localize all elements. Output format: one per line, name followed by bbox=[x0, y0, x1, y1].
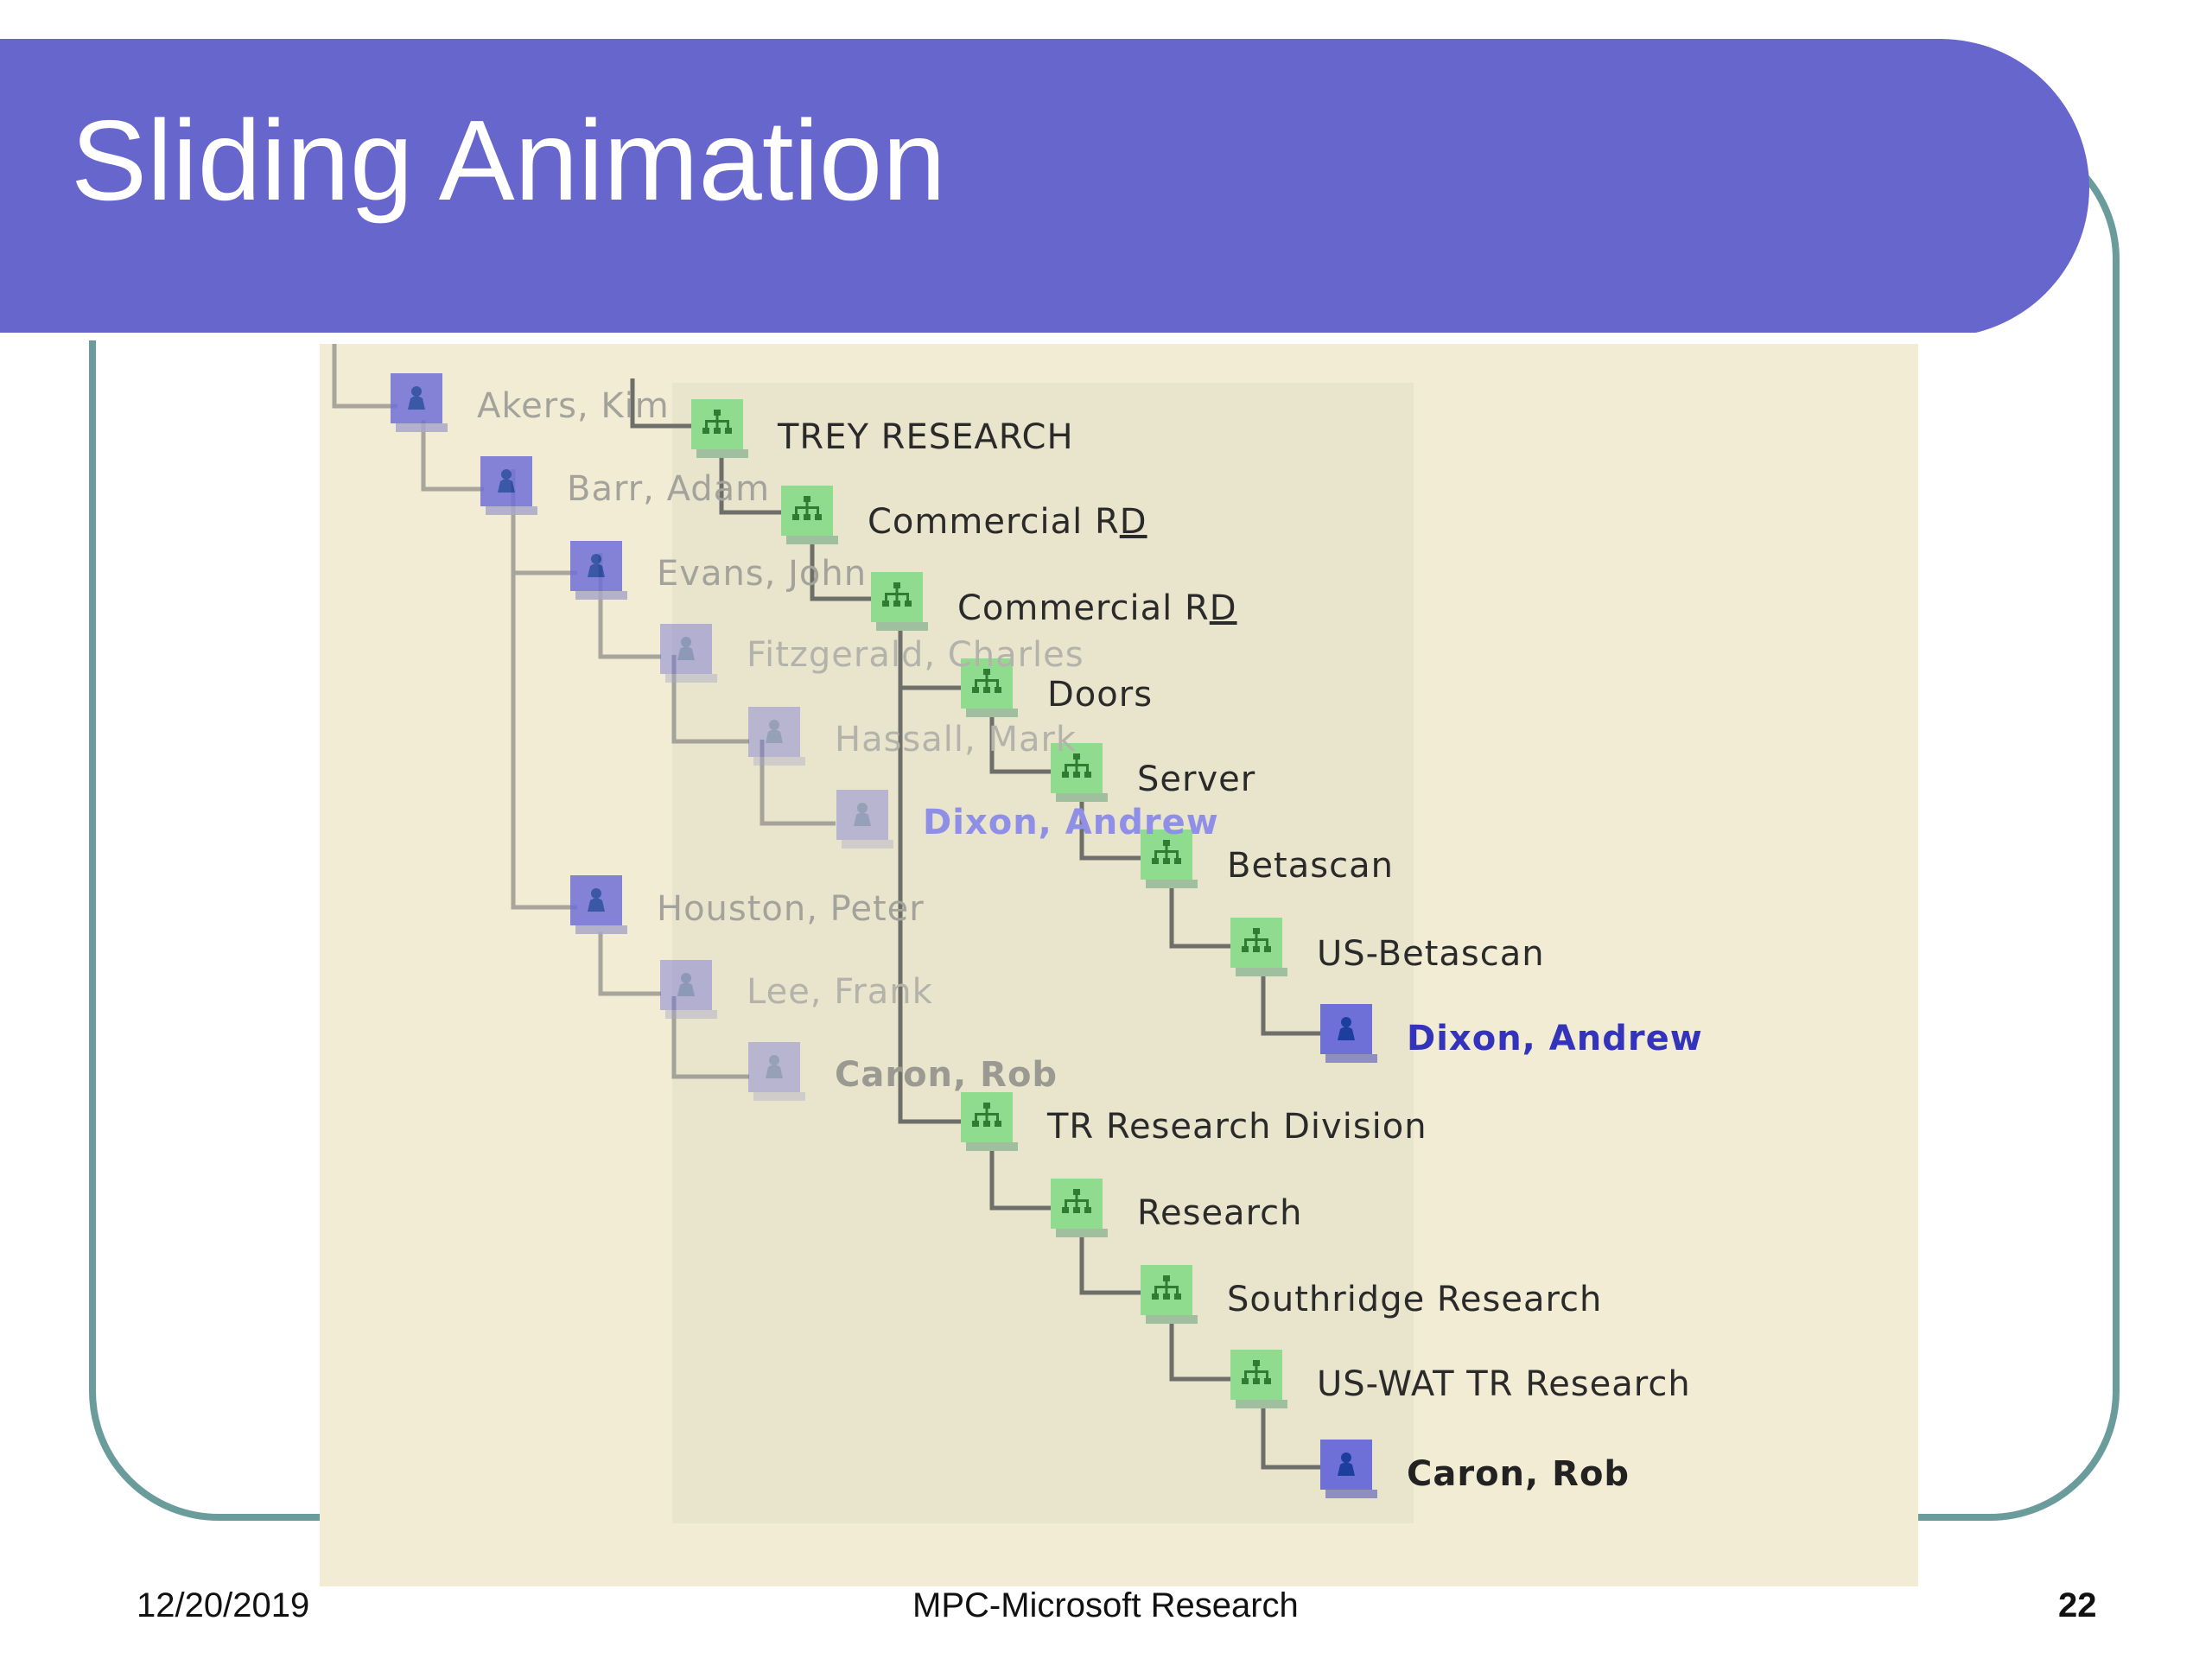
org-tree-screenshot: Akers, Kim Barr, Adam Evans, John Fitzge… bbox=[320, 344, 1918, 1586]
org-chart-icon bbox=[1051, 743, 1108, 802]
org-label: Betascan bbox=[1227, 846, 1394, 886]
org-label: US-WAT TR Research bbox=[1317, 1364, 1691, 1404]
person-icon bbox=[391, 373, 448, 432]
footer-title: MPC-Microsoft Research bbox=[912, 1586, 1299, 1624]
footer-date: 12/20/2019 bbox=[137, 1586, 310, 1624]
tree-connectors bbox=[332, 344, 1377, 1498]
org-chart-icon bbox=[1230, 918, 1287, 976]
slide-title: Sliding Animation bbox=[71, 97, 946, 224]
person-icon bbox=[570, 541, 627, 600]
title-underline bbox=[0, 333, 1979, 340]
sliding-panel bbox=[672, 383, 1414, 1523]
org-label: Doors bbox=[1047, 675, 1154, 715]
person-icon bbox=[570, 875, 627, 934]
org-chart-icon bbox=[871, 572, 928, 631]
org-chart-icon bbox=[1141, 830, 1198, 888]
org-chart-icon bbox=[961, 1092, 1018, 1151]
org-chart-icon bbox=[961, 658, 1018, 717]
org-chart-icon bbox=[691, 399, 748, 458]
org-label: US-Betascan bbox=[1317, 934, 1545, 974]
person-label: Houston, Peter bbox=[657, 889, 925, 929]
person-icon bbox=[660, 624, 717, 683]
org-chart-icon bbox=[1051, 1179, 1108, 1237]
org-chart-icon bbox=[1141, 1265, 1198, 1324]
title-bar bbox=[0, 39, 2089, 340]
org-label: Server bbox=[1137, 760, 1256, 799]
org-label: Research bbox=[1137, 1193, 1303, 1233]
person-label: Fitzgerald, Charles bbox=[747, 635, 1084, 675]
org-label: Southridge Research bbox=[1227, 1280, 1603, 1319]
person-icon bbox=[480, 456, 537, 515]
org-label: TR Research Division bbox=[1047, 1107, 1427, 1147]
person-icon bbox=[748, 707, 805, 766]
page-number: 22 bbox=[2058, 1586, 2097, 1624]
org-chart-icon bbox=[1230, 1350, 1287, 1408]
person-label: Caron, Rob bbox=[835, 1055, 1058, 1095]
person-icon bbox=[1320, 1004, 1377, 1063]
final-person-label[interactable]: Caron, Rob bbox=[1407, 1454, 1630, 1494]
person-icon bbox=[660, 960, 717, 1019]
person-label-selected-ghost: Dixon, Andrew bbox=[923, 803, 1219, 842]
person-label: Akers, Kim bbox=[477, 386, 670, 426]
selected-person-label[interactable]: Dixon, Andrew bbox=[1407, 1019, 1703, 1058]
person-label: Lee, Frank bbox=[747, 972, 933, 1012]
person-label: Evans, John bbox=[657, 554, 868, 594]
person-icon bbox=[748, 1042, 805, 1101]
org-chart-icon bbox=[781, 486, 838, 544]
org-label: TREY RESEARCH bbox=[778, 417, 1074, 457]
person-icon bbox=[1320, 1440, 1377, 1498]
org-label: Commercial RD bbox=[868, 502, 1147, 542]
person-label: Barr, Adam bbox=[567, 469, 771, 509]
org-label: Commercial RD bbox=[957, 588, 1237, 628]
person-icon bbox=[836, 790, 893, 849]
person-label: Hassall, Mark bbox=[835, 720, 1077, 760]
